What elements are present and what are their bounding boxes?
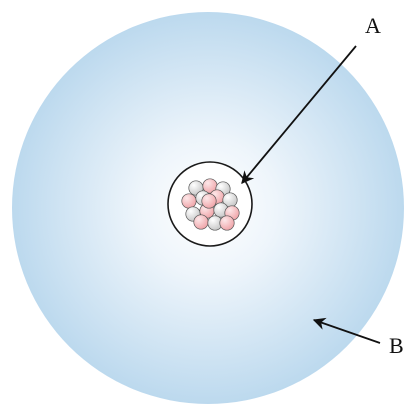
proton-7 [219, 215, 235, 231]
proton-2 [181, 193, 197, 209]
nucleus [181, 178, 240, 231]
label-a: A [365, 13, 381, 38]
label-b: B [389, 333, 404, 358]
arrow-a [241, 45, 357, 184]
proton-6 [193, 214, 209, 230]
proton-8 [201, 193, 217, 209]
arrow-b [312, 317, 381, 344]
